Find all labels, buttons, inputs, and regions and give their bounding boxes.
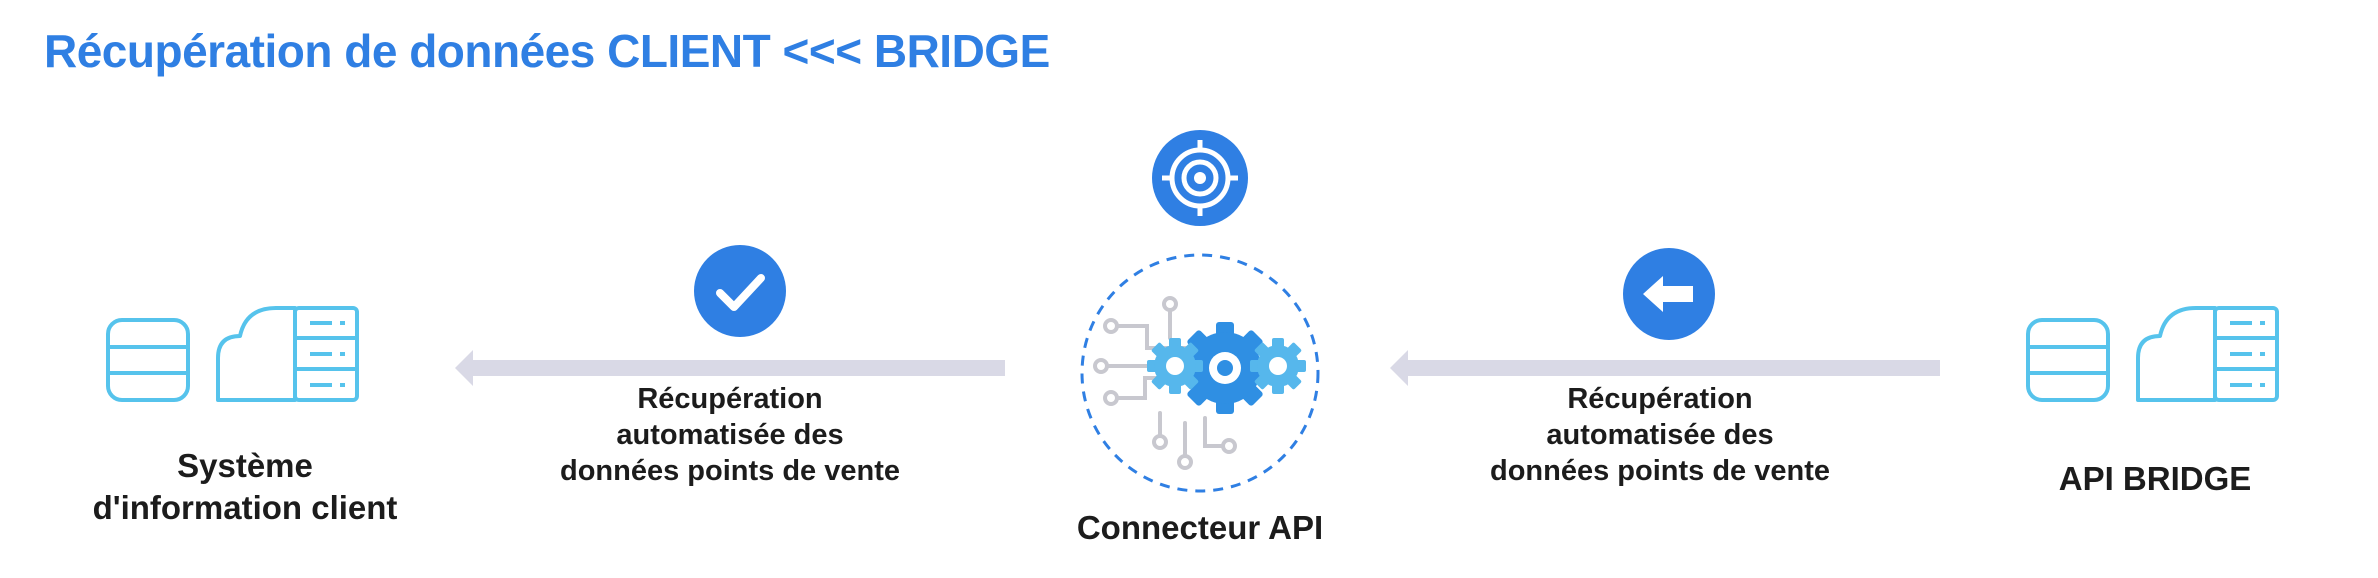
arrow-left-icon bbox=[1623, 248, 1715, 340]
flow-label-line: données points de vente bbox=[560, 455, 900, 487]
flow-label-right: Récupération automatisée des données poi… bbox=[1460, 381, 1860, 489]
node-label-api-bridge: API BRIDGE bbox=[2058, 460, 2252, 497]
target-icon bbox=[1152, 130, 1248, 226]
node-label-line: d'information client bbox=[92, 489, 398, 526]
flow-arrow-left bbox=[455, 350, 1005, 386]
node-label-api-connector: Connecteur API bbox=[1076, 509, 1324, 546]
check-icon bbox=[694, 245, 786, 337]
node-label-client-system: Système d'information client bbox=[40, 445, 450, 529]
flow-label-line: Récupération bbox=[637, 383, 823, 415]
flow-label-left: Récupération automatisée des données poi… bbox=[530, 381, 930, 489]
server-cloud-icon bbox=[2026, 306, 2279, 402]
diagram-title: Récupération de données CLIENT <<< BRIDG… bbox=[44, 25, 1050, 77]
flow-arrow-right bbox=[1390, 350, 1940, 386]
gears-circuit-icon bbox=[1080, 253, 1320, 493]
flow-label-line: données points de vente bbox=[1490, 455, 1830, 487]
node-label-line: Système bbox=[177, 447, 313, 484]
flow-label-line: automatisée des bbox=[616, 419, 844, 451]
flow-label-line: Récupération bbox=[1567, 383, 1753, 415]
flow-label-line: automatisée des bbox=[1546, 419, 1774, 451]
server-cloud-icon bbox=[106, 306, 359, 402]
